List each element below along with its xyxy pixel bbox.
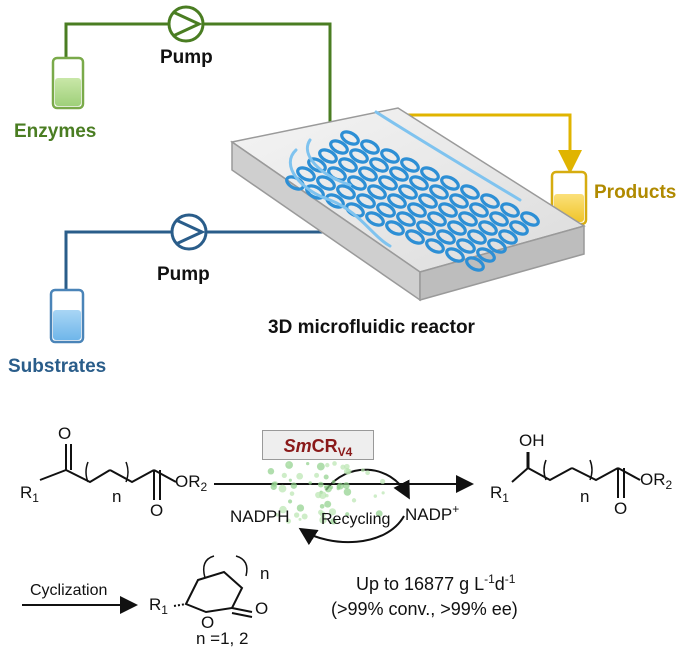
lactone-ring-o: O (201, 613, 215, 632)
substrates-feed-line (64, 230, 366, 290)
reactor-channel-loop (440, 175, 460, 191)
reactor-channel-loop (458, 211, 478, 227)
reactor-channel-loop (329, 139, 349, 155)
reactor-channel-loop (429, 184, 449, 200)
substrates-bottle-icon (49, 288, 85, 344)
reactor-channel-loop (469, 202, 489, 218)
pump-top-label: Pump (160, 47, 213, 68)
reactor-channel-loop (476, 247, 496, 263)
ester-o-substrate: O (150, 501, 164, 520)
ester-o-product: O (614, 499, 628, 518)
reactor-channel-loop (349, 148, 369, 164)
reactor-channel-loop (316, 175, 336, 191)
reactor-channel-loop (420, 166, 440, 182)
reactor-channel-loop (398, 184, 418, 200)
reactor-channel-loop (445, 247, 465, 263)
reactor-serpentine (289, 110, 522, 248)
reactor-chip-icon (230, 107, 586, 302)
reactor-channel-loop (500, 202, 520, 218)
enzymes-bottle-icon (51, 56, 85, 110)
reactor-channel-loop (427, 211, 447, 227)
lactone-ring-n: n (260, 564, 270, 583)
reactor-channel-loop (438, 202, 458, 218)
reactor-channel-loop (416, 220, 436, 236)
pump-bottom-label: Pump (157, 264, 210, 285)
reactor-label: 3D microfluidic reactor (268, 317, 475, 338)
products-output-line (398, 113, 582, 174)
reaction-scheme (22, 444, 641, 618)
reactor-channel-loop (360, 139, 380, 155)
pump-bottom-icon (170, 213, 208, 251)
reactor-channel-loop (336, 184, 356, 200)
reactor-channel-loop (407, 202, 427, 218)
substrate-r1: R1 (20, 483, 39, 505)
reactor-channel-loop (347, 175, 367, 191)
reactor-channel-loop (436, 229, 456, 245)
reactor-channel-loop (478, 220, 498, 236)
enzyme-sub: V4 (337, 445, 353, 459)
reactor-channel-loop (418, 193, 438, 209)
reactor-channel-loop (405, 229, 425, 245)
reactor-channel-loop (449, 193, 469, 209)
substrate-n: n (112, 487, 122, 506)
cofactor-nadp: NADP+ (405, 502, 460, 524)
reactor-channel-loop (520, 211, 540, 227)
cyclization-label: Cyclization (30, 582, 108, 599)
reactor-channel-loop (376, 202, 396, 218)
substrates-label: Substrates (8, 356, 107, 377)
reactor-channel-loop (338, 157, 358, 173)
recycling-label: Recycling (321, 511, 391, 528)
substrate-or2: OR2 (175, 472, 208, 494)
enzyme-prefix: Sm (283, 436, 312, 456)
reactor-channel-loop (396, 211, 416, 227)
reactor-channel-loop (356, 193, 376, 209)
product-n: n (580, 487, 590, 506)
product-oh: OH (519, 431, 545, 450)
enzymes-label: Enzymes (14, 121, 97, 142)
product-r1: R1 (490, 483, 509, 505)
products-label: Products (594, 182, 677, 203)
reactor-channel-loop (509, 220, 529, 236)
reactor-channel-loop (498, 229, 518, 245)
reactor-channel-loop (387, 193, 407, 209)
reactor-channel-loop (460, 184, 480, 200)
reactor-channel-loop (487, 238, 507, 254)
lactone-carbonyl-o: O (255, 599, 269, 618)
reactor-channel-loop (489, 211, 509, 227)
reactor-channel-loop (318, 148, 338, 164)
reactor-channel-loop (369, 157, 389, 173)
reactor-channel-loop (456, 238, 476, 254)
product-or2: OR2 (640, 470, 673, 492)
reactor-channel-loop (447, 220, 467, 236)
reactor-channel-loop (465, 256, 485, 272)
enzyme-name-box: SmCRV4 (262, 430, 374, 460)
reactor-channel-loop (365, 211, 385, 227)
reactor-channel-loop (340, 130, 360, 146)
pump-top-icon (167, 5, 205, 43)
yield-label: Up to 16877 g L-1d-1 (356, 572, 516, 594)
reactor-channel-loop (307, 157, 327, 173)
reactor-channel-loop (380, 148, 400, 164)
reactor-channel-loop (400, 157, 420, 173)
reactor-channel-loop (389, 166, 409, 182)
ketone-o: O (58, 424, 72, 443)
reactor-channel-loop (467, 229, 487, 245)
reactor-channel-loop (378, 175, 398, 191)
lactone-r1: R1 (149, 595, 168, 617)
reactor-channel-loop (367, 184, 387, 200)
reactor-channel-loop (296, 166, 316, 182)
reactor-channel-loop (358, 166, 378, 182)
n-values-label: n =1, 2 (196, 629, 249, 648)
cofactor-nadph: NADPH (230, 507, 290, 526)
reactor-channel-loop (409, 175, 429, 191)
conditions-label: (>99% conv., >99% ee) (331, 599, 518, 619)
reactor-channel-loop (480, 193, 500, 209)
enzyme-main: CR (311, 436, 338, 456)
reactor-channel-loop (425, 238, 445, 254)
reactor-channel-loop (385, 220, 405, 236)
